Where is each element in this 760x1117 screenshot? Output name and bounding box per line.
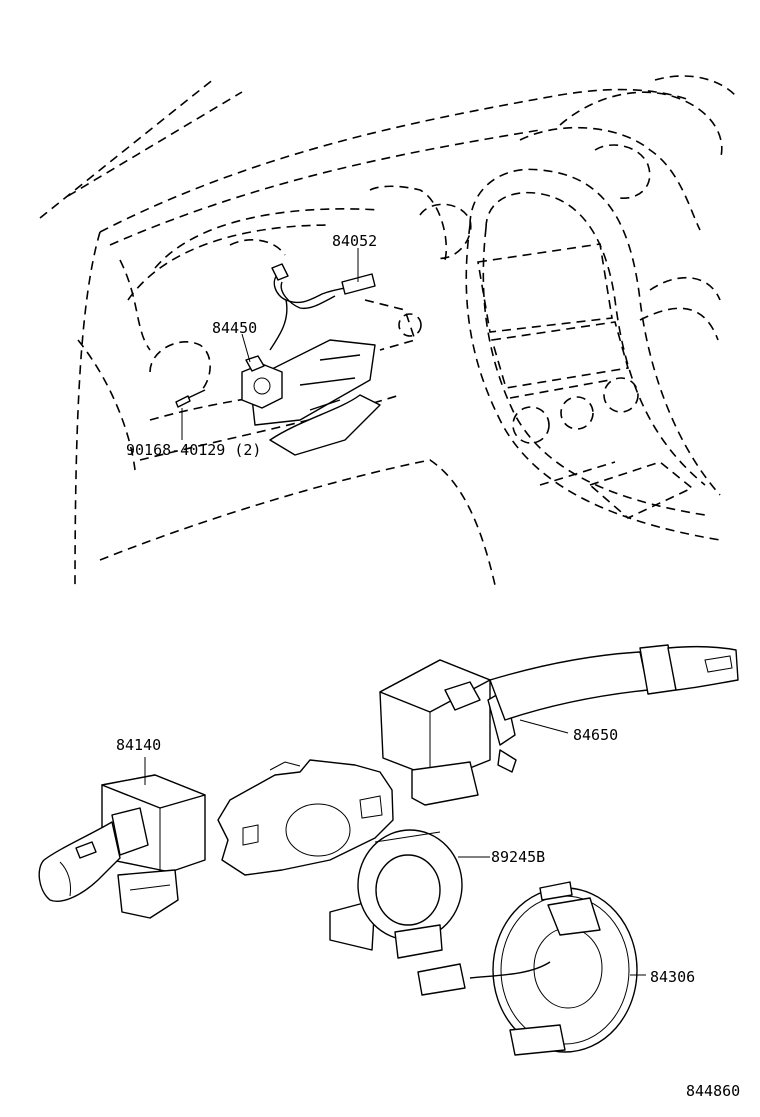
- sensor-ring-drawing: [329, 829, 463, 959]
- label-84306: 84306: [650, 968, 695, 986]
- wiper-switch-drawing: [379, 644, 739, 806]
- lower-leader-lines: [144, 719, 646, 976]
- turn-signal-switch-drawing: [38, 774, 206, 919]
- screw-drawing: [175, 389, 206, 408]
- label-84450: 84450: [212, 319, 257, 337]
- label-84650: 84650: [573, 726, 618, 744]
- label-84052: 84052: [332, 232, 377, 250]
- label-84140: 84140: [116, 736, 161, 754]
- label-90168-40129: 90168-40129 (2): [126, 441, 261, 459]
- harness-84052-drawing: [269, 263, 376, 351]
- figure-code: 844860: [686, 1082, 740, 1100]
- switch-bracket-drawing: [217, 759, 394, 876]
- spiral-cable-drawing: [417, 881, 638, 1056]
- steering-column: [249, 339, 381, 456]
- label-89245B: 89245B: [491, 848, 545, 866]
- upper-leader-lines: [181, 248, 359, 440]
- switch-84450-drawing: [241, 355, 283, 409]
- dashboard-outline: [39, 75, 736, 591]
